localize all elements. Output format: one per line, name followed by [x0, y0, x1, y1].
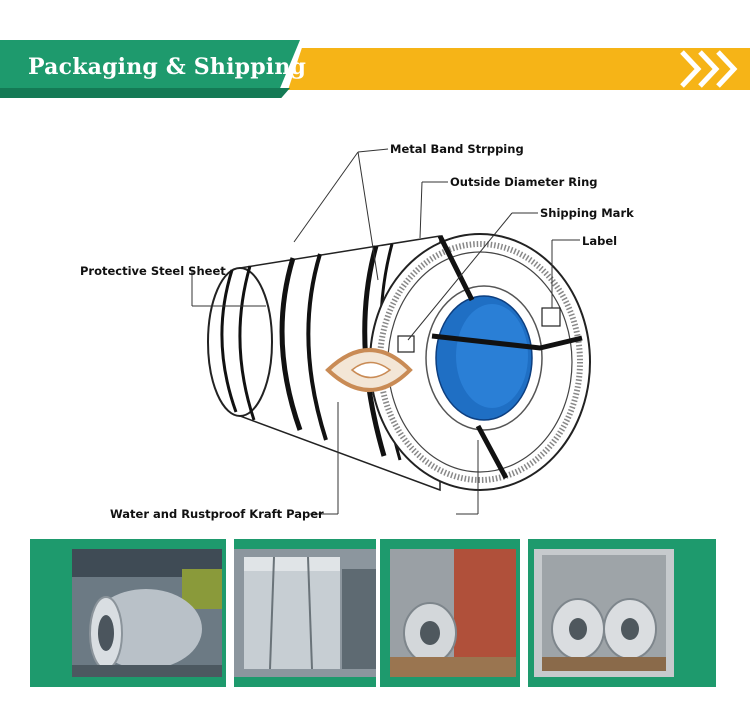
kraft-paper-label: Water and Rustproof Kraft Paper — [110, 507, 324, 521]
chevron-right-icon — [680, 50, 738, 88]
steel-coil-warehouse-photo — [30, 539, 226, 687]
coil-packaging-diagram: Metal Band Strpping Outside Diameter Rin… — [0, 130, 750, 530]
protective-sheet-label: Protective Steel Sheet — [80, 264, 226, 278]
container-two-coils-photo — [528, 539, 716, 687]
label-label: Label — [582, 234, 618, 248]
wrapped-coil-photo — [234, 539, 376, 687]
section-banner: Packaging & Shipping — [0, 40, 750, 98]
section-title: Packaging & Shipping — [28, 54, 307, 80]
photo-image — [534, 549, 674, 677]
outside-ring-label: Outside Diameter Ring — [450, 175, 598, 189]
photo-image — [234, 549, 376, 677]
banner-yellow-bar — [288, 48, 750, 90]
banner-green-shadow — [0, 88, 290, 98]
shipping-mark-label: Shipping Mark — [540, 206, 634, 220]
photo-image — [72, 549, 222, 677]
metal-band-label: Metal Band Strpping — [390, 142, 524, 156]
container-loaded-coil-photo — [380, 539, 520, 687]
steel-coil-illustration — [191, 148, 591, 515]
photo-image — [390, 549, 516, 677]
